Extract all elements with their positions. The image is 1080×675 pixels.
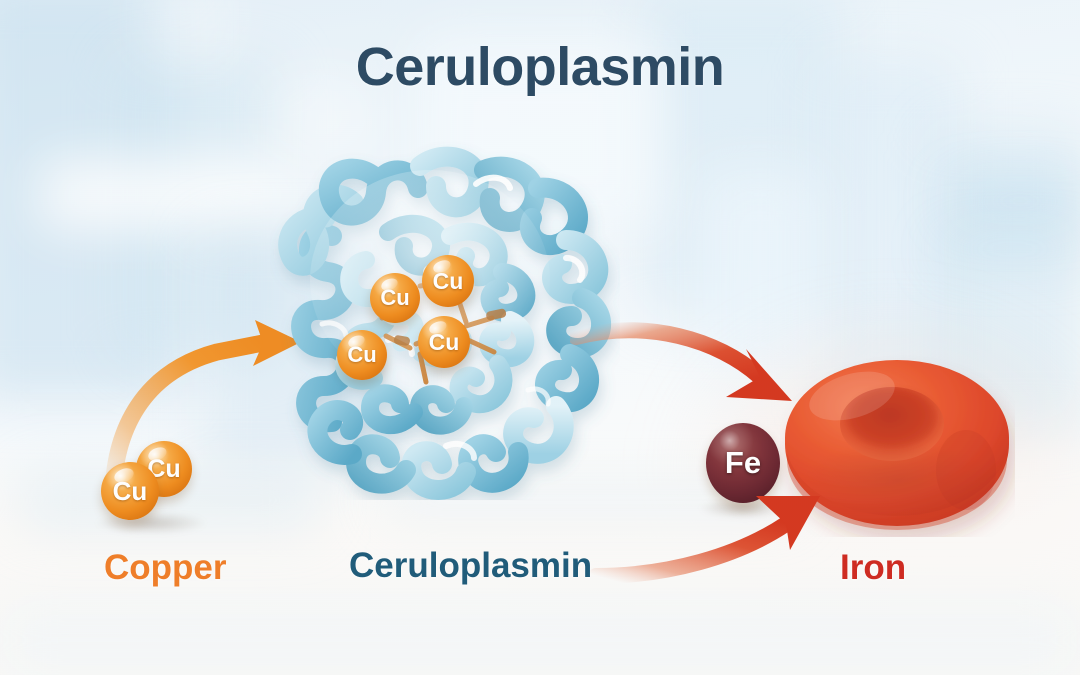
bg-shape: [40, 160, 300, 230]
copper-ion-shadow: [96, 512, 206, 534]
copper-ion-free: Cu: [101, 462, 159, 520]
page-title: Ceruloplasmin: [355, 37, 725, 97]
iron-ion-label: Fe: [724, 445, 762, 480]
bg-shape: [150, 0, 220, 45]
label-ceruloplasmin: Ceruloplasmin: [349, 546, 593, 585]
copper-ion-bound: Cu: [370, 273, 420, 323]
red-blood-cell-icon: [780, 352, 1015, 537]
iron-ion: Fe: [706, 423, 780, 503]
copper-ion-label: Cu: [428, 328, 460, 355]
copper-ion-label: Cu: [112, 475, 148, 506]
copper-ion-bound: Cu: [422, 255, 474, 307]
copper-ion-label: Cu: [380, 285, 410, 310]
bg-shape: [0, 600, 1080, 675]
bg-shape: [275, 95, 370, 140]
label-iron: Iron: [840, 548, 907, 587]
copper-ion-bound: Cu: [337, 330, 387, 380]
copper-ion-bound: Cu: [418, 316, 470, 368]
label-copper: Copper: [104, 548, 227, 587]
bg-shape: [955, 190, 1080, 212]
red-blood-cell-svg: [785, 360, 1009, 530]
protein-ribbon-icon: Cu Cu Cu Cu: [270, 140, 620, 500]
bg-shape: [940, 240, 1080, 258]
copper-ion-label: Cu: [347, 342, 377, 367]
copper-ion-label: Cu: [432, 267, 464, 294]
